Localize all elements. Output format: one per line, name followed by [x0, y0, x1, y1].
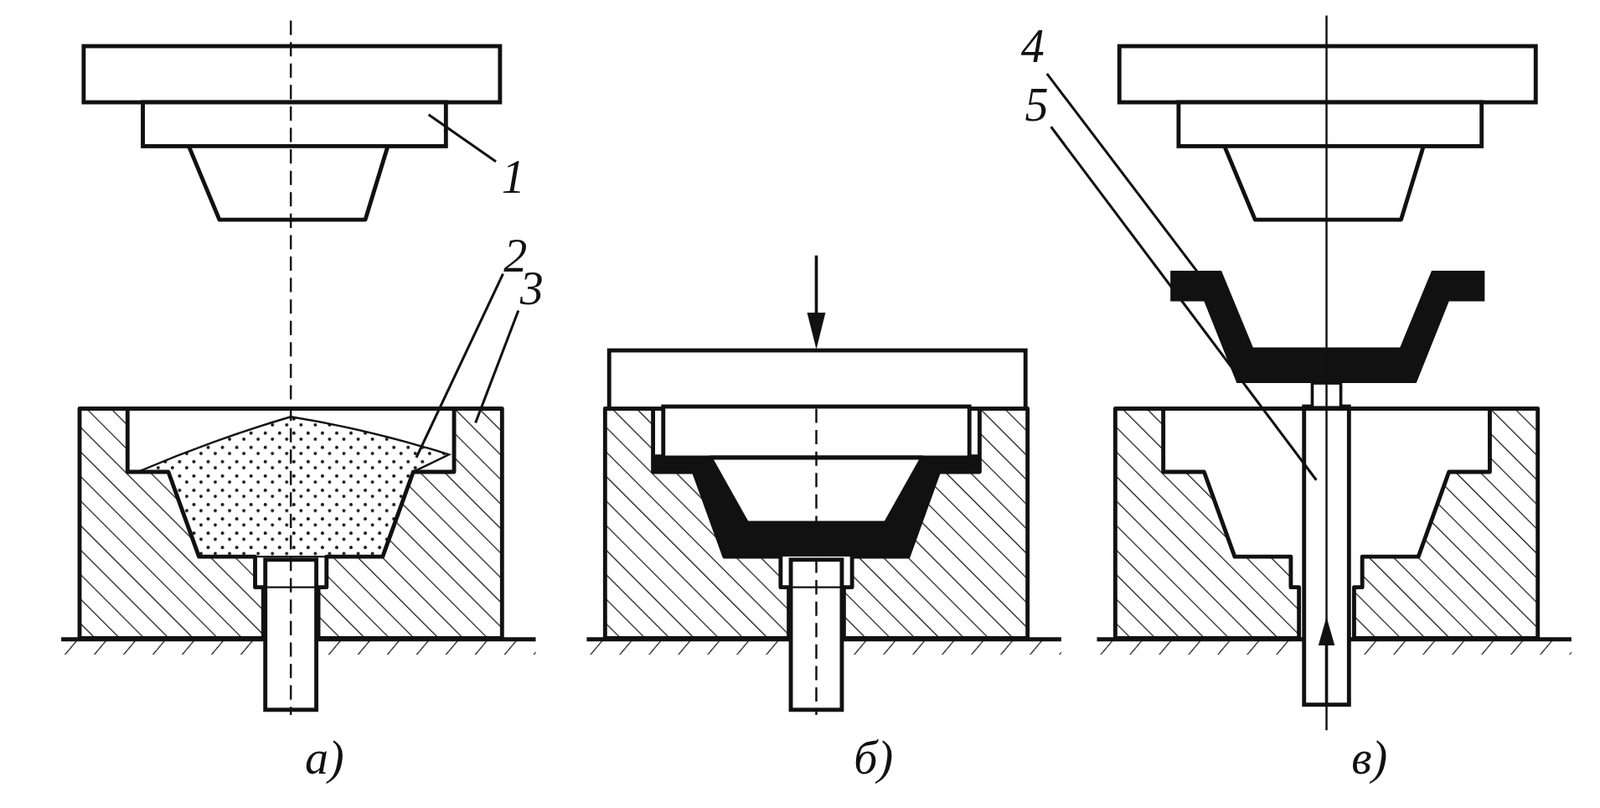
panel-a [61, 20, 536, 715]
panel-letter: б) [853, 733, 893, 781]
panel-letter: а) [304, 733, 345, 781]
callout-number: 5 [1025, 81, 1049, 129]
leader-lines [416, 73, 1317, 480]
callout-number: 4 [1021, 22, 1045, 70]
callout-number: 1 [501, 153, 526, 201]
panel-letter: в) [1351, 733, 1388, 781]
callout-number: 3 [520, 264, 544, 312]
panel-c [1096, 15, 1571, 731]
panel-b [586, 255, 1061, 715]
